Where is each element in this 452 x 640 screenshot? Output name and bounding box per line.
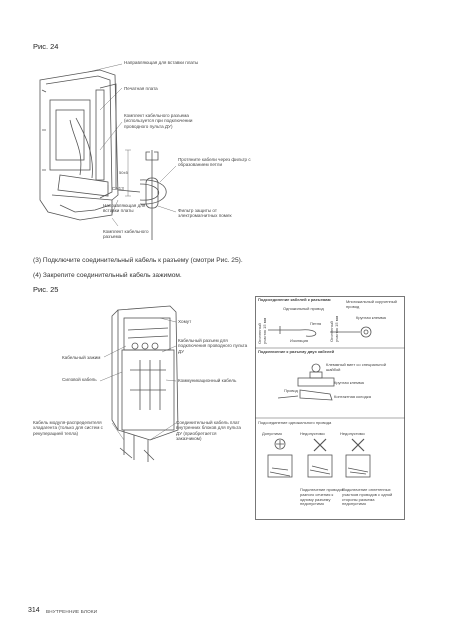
panel-ok: Допустимо <box>262 431 283 436</box>
fig24-callout-cn13: CN13 <box>112 186 124 191</box>
fig24-callout-pass-wires: Протяните кабели через фильтр с образова… <box>178 157 251 168</box>
step-4: (4) Закрепите соединительный кабель зажи… <box>33 272 182 279</box>
page-number: 314 <box>28 607 40 614</box>
panel-bad2: Недопустимо <box>340 431 365 436</box>
fig24-callout-guide2: Направляющая для вставки платы <box>103 203 146 214</box>
panel-ring-terminal: Круглая клемма <box>356 315 386 320</box>
wiring-panel <box>255 296 405 520</box>
fig25-callout-comm-cable: Коммуникационный кабель <box>178 378 237 383</box>
panel-single-title: Подсоединение одножильного провода <box>258 420 332 425</box>
panel-ring-terminal2: Круглая клемма <box>334 380 364 385</box>
panel-single-wire: Одножильный провод <box>283 306 324 311</box>
panel-bad1: Недопустимо <box>300 431 325 436</box>
panel-contact-pad: Контактная колодка <box>334 394 371 399</box>
fig24-callout-pcb: Печатная плата <box>124 86 158 91</box>
fig24-callout-kit: Комплект кабельного разъема (используетс… <box>124 113 193 129</box>
panel-multi-wire: Многожильный скрученный провод <box>346 299 397 309</box>
panel-strip2: Оголенный участок 15 мм <box>329 315 339 342</box>
panel-title: Подсоединение кабелей к разъемам <box>258 297 331 302</box>
fig25-callout-distributor: Кабель модуля-распределителя хладагента … <box>33 420 103 436</box>
panel-strip1: Оголенный участок 15 мм <box>257 317 267 344</box>
panel-wire: Провод <box>284 388 298 393</box>
panel-note2: Подключение оплетенных участков проводов… <box>342 487 393 507</box>
section-title: ВНУТРЕННИЕ БЛОКИ <box>46 609 98 614</box>
fig24-callout-emi: Фильтр защиты от электромагнитных помех <box>178 208 232 219</box>
panel-screw: Клеммный винт со специальной шайбой <box>326 362 386 372</box>
fig25-label: Рис. 25 <box>33 285 59 294</box>
fig25-callout-cable-clamp: Кабельный зажим <box>62 355 101 360</box>
panel-insulation: Изоляция <box>290 338 308 343</box>
step-3: (3) Подключите соединительный кабель к р… <box>33 257 243 264</box>
fig25-callout-connector-remote: Кабельный разъем для подключения проводн… <box>178 338 248 354</box>
panel-loop: Петля <box>310 321 322 326</box>
fig25-callout-power-cable: Силовой кабель <box>62 377 97 382</box>
panel-connect-title: Подключение к разъему двух кабелей <box>258 349 335 354</box>
panel-note1: Подключение проводов разного сечения к о… <box>300 487 344 507</box>
fig24-callout-kit2: Комплект кабельного разъема <box>103 229 149 240</box>
fig25-callout-sleeve: Хомут <box>178 319 192 324</box>
fig25-callout-link-cable: Соединительный кабель плат внутренних бл… <box>176 420 241 442</box>
fig24-label: Рис. 24 <box>33 42 59 51</box>
fig24-dimension: 50±5 <box>119 170 128 175</box>
fig24-callout-guide: Направляющая для вставки платы <box>124 60 199 65</box>
